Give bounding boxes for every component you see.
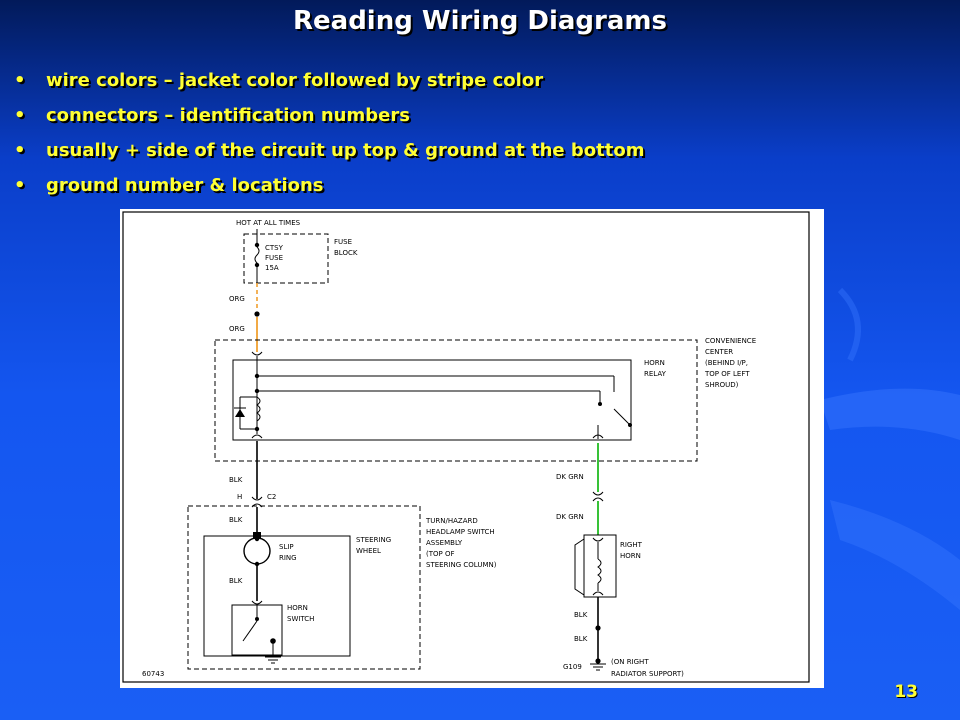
fuse-block-label-2: BLOCK	[334, 249, 358, 257]
relay-dot-3	[254, 426, 260, 432]
convenience-center-box	[214, 339, 698, 462]
turn-label-2: HEADLAMP SWITCH	[426, 528, 495, 536]
bullet-item: • wire colors – jacket color followed by …	[14, 70, 644, 105]
right-horn-connector-top	[592, 537, 604, 542]
horn-switch-label-1: HORN	[287, 604, 308, 612]
blk-splice-dot	[595, 625, 601, 631]
right-horn-label-1: RIGHT	[620, 541, 643, 549]
steering-label-1: STEERING	[356, 536, 391, 544]
slip-ring-icon	[243, 537, 271, 565]
relay-connector-bottom	[251, 434, 263, 439]
slip-ring-terminal	[253, 532, 261, 538]
conv-label-1: CONVENIENCE	[705, 337, 756, 345]
slip-label-1: SLIP	[279, 543, 294, 551]
relay-out-connector	[592, 434, 604, 439]
g109-label: G109	[563, 663, 582, 671]
bullet-text: usually + side of the circuit up top & g…	[46, 140, 645, 161]
horn-switch-dot	[255, 617, 259, 621]
fuse-icon	[254, 246, 260, 264]
fuse-label-2: FUSE	[265, 254, 283, 262]
page-number: 13	[894, 682, 918, 702]
horn-switch-label-2: SWITCH	[287, 615, 314, 623]
fuse-label-1: CTSY	[265, 244, 284, 252]
fuse-block-box	[243, 233, 329, 284]
horn-switch-contact	[242, 620, 258, 642]
right-horn-icon	[574, 538, 585, 596]
right-horn-box	[583, 534, 617, 598]
g109-ground-dot	[595, 658, 601, 664]
relay-switch-dot	[598, 402, 602, 406]
dkgrn-label-2: DK GRN	[556, 513, 584, 521]
relay-connector-top	[251, 351, 263, 356]
wiring-diagram-svg: HOT AT ALL TIMES CTSY FUSE 15A FUSE BLOC…	[122, 211, 810, 683]
fuse-block-label-1: FUSE	[334, 238, 352, 246]
turn-label-3: ASSEMBLY	[426, 539, 463, 547]
relay-label-1: HORN	[644, 359, 665, 367]
wiring-diagram: HOT AT ALL TIMES CTSY FUSE 15A FUSE BLOC…	[120, 209, 824, 688]
ground-location-label-2: RADIATOR SUPPORT)	[611, 670, 684, 678]
conv-label-5: SHROUD)	[705, 381, 739, 389]
bullet-item: • ground number & locations	[14, 175, 644, 210]
relay-switch-dot-2	[628, 423, 632, 427]
slip-label-2: RING	[279, 554, 297, 562]
fuse-label-3: 15A	[265, 264, 279, 272]
horn-relay-box	[232, 359, 632, 441]
slip-ring-dot-top	[254, 536, 260, 542]
blk-label-4: BLK	[574, 611, 588, 619]
ground-location-label-1: (ON RIGHT	[611, 658, 649, 666]
bullet-list: • wire colors – jacket color followed by …	[14, 70, 644, 210]
horn-switch-connector	[251, 600, 263, 605]
bullet-text: ground number & locations	[46, 175, 324, 196]
org-label-2: ORG	[229, 325, 245, 333]
conv-label-4: TOP OF LEFT	[704, 370, 750, 378]
dkgrn-connector-bottom	[592, 497, 604, 502]
bullet-text: connectors – identification numbers	[46, 105, 410, 126]
steering-wheel-box	[203, 535, 351, 657]
blk-label-2: BLK	[229, 516, 243, 524]
diode-icon	[235, 409, 245, 417]
relay-coil-icon	[256, 396, 261, 422]
blk-label-1: BLK	[229, 476, 243, 484]
turn-label-4: (TOP OF	[426, 550, 455, 558]
c2-connector-top	[251, 496, 263, 501]
fuse-dot-top	[254, 242, 260, 248]
bullet-icon: •	[14, 105, 26, 126]
h-label: H	[237, 493, 242, 501]
blk-label-5: BLK	[574, 635, 588, 643]
org-splice-dot	[254, 311, 260, 317]
right-horn-connector-bottom	[592, 591, 604, 596]
bullet-icon: •	[14, 140, 26, 161]
turn-hazard-box	[187, 505, 421, 670]
slide-title: Reading Wiring Diagrams	[293, 6, 667, 36]
hot-label: HOT AT ALL TIMES	[236, 219, 301, 227]
turn-label-1: TURN/HAZARD	[425, 517, 478, 525]
dkgrn-label-1: DK GRN	[556, 473, 584, 481]
bullet-icon: •	[14, 70, 26, 91]
relay-label-2: RELAY	[644, 370, 667, 378]
bullet-item: • usually + side of the circuit up top & …	[14, 140, 644, 175]
c2-label: C2	[267, 493, 276, 501]
relay-switch-contact	[613, 408, 631, 426]
fuse-dot-bottom	[254, 262, 260, 268]
figure-number: 60743	[142, 670, 164, 678]
bullet-item: • connectors – identification numbers	[14, 105, 644, 140]
org-label-1: ORG	[229, 295, 245, 303]
conv-label-3: (BEHIND I/P,	[705, 359, 748, 367]
slip-ring-dot-bottom	[254, 561, 260, 567]
dkgrn-connector-top	[592, 491, 604, 496]
conv-label-2: CENTER	[705, 348, 733, 356]
blk-label-3: BLK	[229, 577, 243, 585]
diagram-frame	[122, 211, 810, 683]
turn-label-5: STEERING COLUMN)	[426, 561, 497, 569]
steering-label-2: WHEEL	[356, 547, 381, 555]
right-horn-coil-icon	[597, 558, 602, 584]
bullet-text: wire colors – jacket color followed by s…	[46, 70, 544, 91]
bullet-icon: •	[14, 175, 26, 196]
right-horn-label-2: HORN	[620, 552, 641, 560]
